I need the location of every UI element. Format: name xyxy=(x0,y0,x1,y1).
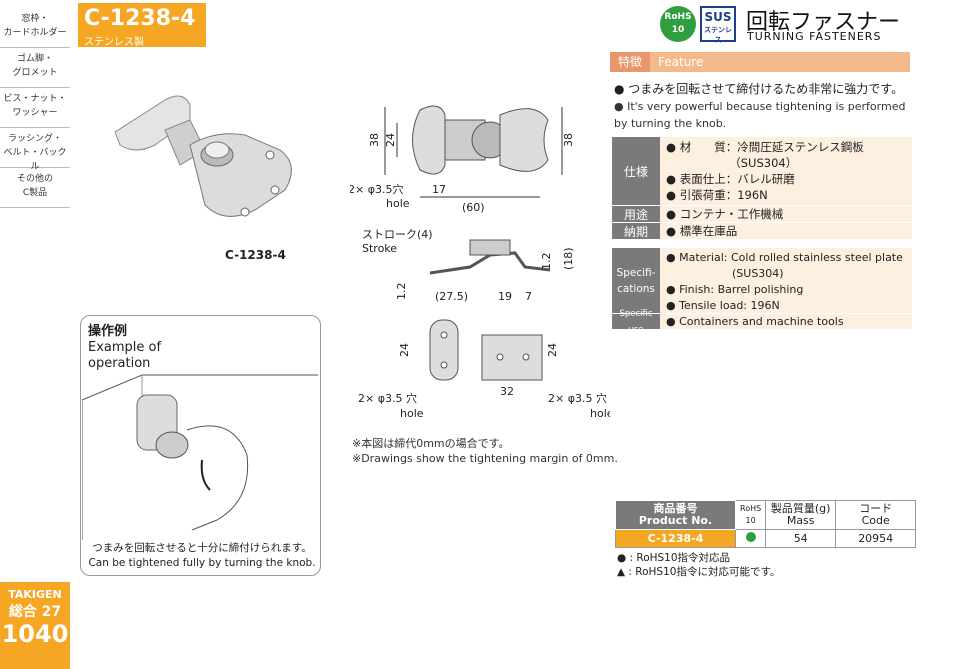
top-view-left-plate xyxy=(412,105,446,175)
header-rohs: RoHS 10 xyxy=(734,500,767,530)
dim-hole-top: 2× φ3.5穴 xyxy=(350,182,403,196)
rohs-dot-icon xyxy=(745,532,756,542)
use-body: ● コンテナ・工作機械 xyxy=(660,206,912,222)
cell-code: 20954 xyxy=(835,529,917,548)
dim-hole-br: 2× φ3.5 穴 xyxy=(548,391,607,405)
dim-stroke-en: Stroke xyxy=(362,242,397,255)
spec-label-en: Specifi- cations xyxy=(612,248,660,313)
feature-text-jp: ● つまみを回転させて締付けるため非常に強力です。 xyxy=(614,82,904,96)
spec-row-en: Specifi- cations ● Material: Cold rolled… xyxy=(612,248,912,313)
sidebar-item-label: その他の C製品 xyxy=(16,174,53,198)
sidebar-item-rubber-feet[interactable]: ゴム脚・ グロメット xyxy=(0,48,70,88)
operation-title: 操作例 Example of operation xyxy=(88,324,162,371)
dim-18: (18) xyxy=(562,247,575,270)
category-title: 回転ファスナー xyxy=(746,10,901,35)
feature-header: 特徴 Feature xyxy=(610,52,910,72)
spec-body: ● 材 質：冷間圧延ステンレス鋼板 （SUS304）● 表面仕上：バレル研磨● … xyxy=(660,137,912,205)
dim-24-b: 24 xyxy=(546,343,559,357)
use-label: 用途 xyxy=(612,206,660,222)
side-view-profile xyxy=(429,251,551,275)
specific-use-label: Specific use xyxy=(612,309,660,335)
feature-label-jp: 特徴 xyxy=(610,52,651,72)
dim-1.2-b: 1.2 xyxy=(395,283,408,301)
dim-24-left: 24 xyxy=(384,133,397,147)
sidebar-item-window-frame[interactable]: 窓枠・ カードホルダー xyxy=(0,8,70,48)
cell-rohs xyxy=(734,529,767,548)
dim-27.5: (27.5) xyxy=(435,290,468,303)
dim-19: 19 xyxy=(498,290,512,303)
dim-hole-top-en: hole xyxy=(386,197,410,210)
page-corner: TAKIGEN 総合 27 1040 xyxy=(0,582,70,669)
dim-60: (60) xyxy=(462,201,485,214)
dim-hole-bl: 2× φ3.5 穴 xyxy=(358,391,417,405)
delivery-row: 納期 ● 標準在庫品 xyxy=(612,222,912,239)
sidebar-item-other[interactable]: その他の C製品 xyxy=(0,168,70,208)
dim-32: 32 xyxy=(500,385,514,398)
product-photo xyxy=(114,95,292,217)
operation-illustration xyxy=(82,374,318,540)
sidebar-item-lashing[interactable]: ラッシング・ ベルト・バックル xyxy=(0,128,70,172)
category-title-en: TURNING FASTENERS xyxy=(747,30,882,43)
delivery-body: ● 標準在庫品 xyxy=(660,223,912,239)
header-mass: 製品質量(g)Mass xyxy=(765,500,837,530)
sidebar-item-label: ビス・ナット・ ワッシャー xyxy=(3,94,67,118)
specific-use-body: ● Containers and machine tools xyxy=(660,314,912,329)
dim-38-right: 38 xyxy=(562,133,575,147)
model-title-block: C-1238-4 ステンレス製 xyxy=(78,3,206,48)
dim-hole-br-en: hole xyxy=(590,407,610,420)
top-view-right-plate xyxy=(499,108,549,172)
feature-label-en: Feature xyxy=(658,55,704,69)
cell-product-no: C-1238-4 xyxy=(615,529,736,548)
catalog-number: 総合 27 xyxy=(8,604,62,620)
sidebar-item-label: ゴム脚・ グロメット xyxy=(12,54,58,78)
spec-body-en: ● Material: Cold rolled stainless steel … xyxy=(660,248,912,313)
delivery-label: 納期 xyxy=(612,223,660,239)
specific-use-row: Specific use ● Containers and machine to… xyxy=(612,309,912,335)
sidebar-item-screws[interactable]: ビス・ナット・ ワッシャー xyxy=(0,88,70,128)
maker-name: TAKIGEN xyxy=(8,588,62,601)
rohs-legend: ● : RoHS10指令対応品 ▲ : RoHS10指令に対応可能です。 xyxy=(617,552,781,578)
dim-17: 17 xyxy=(432,183,446,196)
bottom-view-left-plate xyxy=(429,319,459,381)
dim-24-a: 24 xyxy=(398,343,411,357)
model-number: C-1238-4 xyxy=(84,6,196,31)
dim-hole-bl-en: hole xyxy=(400,407,424,420)
dim-38-left: 38 xyxy=(368,133,381,147)
technical-drawing: 38 24 38 2× φ3.5穴 hole 17 (60) ストローク(4) … xyxy=(350,105,610,420)
operation-example-box xyxy=(80,315,321,576)
spec-label: 仕様 xyxy=(612,137,660,205)
page-number: 1040 xyxy=(1,620,69,648)
drawing-note: ※本図は締代0mmの場合です。 ※Drawings show the tight… xyxy=(352,437,618,465)
operation-caption: つまみを回転させると十分に締付けられます。 Can be tightened f… xyxy=(88,542,316,569)
sidebar: 窓枠・ カードホルダー ゴム脚・ グロメット ビス・ナット・ ワッシャー ラッシ… xyxy=(0,0,70,669)
product-caption: C-1238-4 xyxy=(225,248,286,262)
spec-row-jp: 仕様 ● 材 質：冷間圧延ステンレス鋼板 （SUS304）● 表面仕上：バレル研… xyxy=(612,137,912,205)
feature-text-en: ● It's very powerful because tightening … xyxy=(614,100,906,130)
table-row: C-1238-4 54 20954 xyxy=(615,529,917,548)
sidebar-item-label: ラッシング・ ベルト・バックル xyxy=(3,134,67,172)
side-view-body xyxy=(469,239,511,256)
use-row: 用途 ● コンテナ・工作機械 xyxy=(612,205,912,222)
cell-mass: 54 xyxy=(765,529,837,548)
material-label: ステンレス製 xyxy=(84,37,144,48)
bottom-view-right-plate xyxy=(481,334,543,381)
dim-1.2-a: 1.2 xyxy=(540,253,553,271)
dim-stroke-jp: ストローク(4) xyxy=(362,228,433,241)
sidebar-item-label: 窓枠・ カードホルダー xyxy=(3,14,67,38)
dim-7: 7 xyxy=(525,290,532,303)
